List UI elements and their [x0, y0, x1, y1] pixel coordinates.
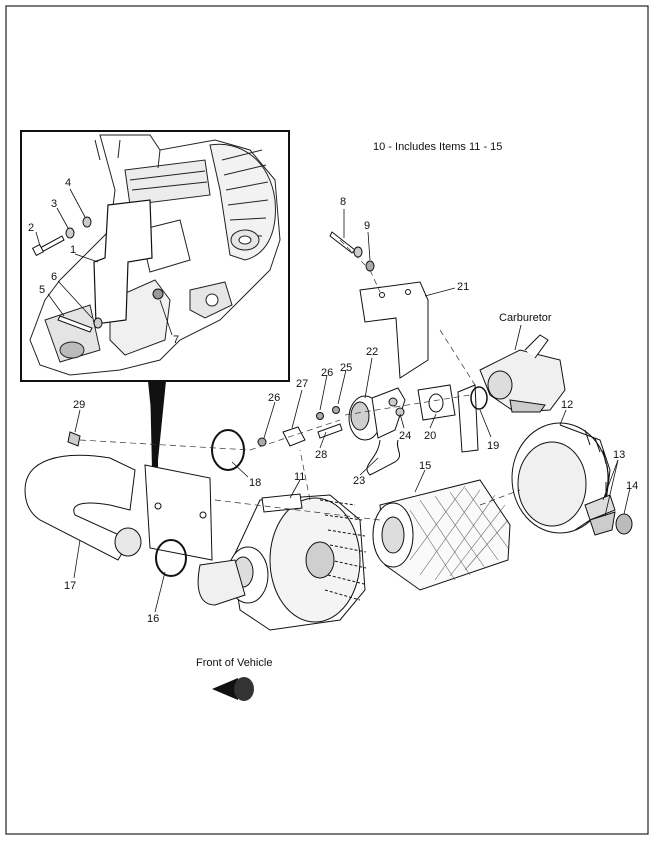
callout-6: 6	[51, 271, 57, 283]
callout-27: 27	[296, 378, 308, 390]
housing-tab	[261, 493, 303, 513]
washer-26	[316, 412, 324, 420]
fastener-29	[67, 431, 81, 447]
bolt-washer-set	[31, 216, 164, 333]
page-border	[5, 5, 649, 835]
callout-21: 21	[457, 281, 469, 293]
callout-29: 29	[73, 399, 85, 411]
callout-7: 7	[173, 334, 179, 346]
callout-28: 28	[315, 449, 327, 461]
alignment-lines	[79, 239, 521, 521]
callout-20: 20	[424, 430, 436, 442]
callout-18: 18	[249, 477, 261, 489]
inset-detail	[20, 130, 290, 382]
callout-25: 25	[340, 362, 352, 374]
callout-26b: 26	[268, 392, 280, 404]
carburetor-label: Carburetor	[499, 312, 552, 324]
callout-12: 12	[561, 399, 573, 411]
hose-end-17	[114, 527, 142, 557]
callout-24: 24	[399, 430, 411, 442]
elbow-outlet	[197, 559, 246, 606]
mount-bracket	[144, 464, 213, 561]
callout-26: 26	[321, 367, 333, 379]
callout-22: 22	[366, 346, 378, 358]
plate-27	[282, 426, 306, 447]
callout-4: 4	[65, 177, 71, 189]
callout-16: 16	[147, 613, 159, 625]
clamp-16	[155, 539, 187, 577]
callout-17: 17	[64, 580, 76, 592]
callout-5: 5	[39, 284, 45, 296]
intake-hose-17	[24, 454, 136, 561]
inset-pointer-wedge	[148, 381, 166, 470]
callout-1: 1	[70, 244, 76, 256]
callout-13: 13	[613, 449, 625, 461]
main-leader-lines	[73, 209, 631, 613]
callout-19: 19	[487, 440, 499, 452]
callout-2: 2	[28, 222, 34, 234]
hose-23	[366, 439, 401, 476]
callout-9: 9	[364, 220, 370, 232]
bracket-21	[359, 281, 429, 379]
washer-25	[332, 406, 340, 414]
front-of-vehicle-label: Front of Vehicle	[196, 657, 272, 669]
engine-block-drawing	[29, 134, 281, 376]
callout-11: 11	[294, 471, 305, 483]
callout-23: 23	[353, 475, 365, 487]
front-of-vehicle-arrow	[212, 677, 254, 701]
valve-13	[584, 494, 616, 521]
filter-mesh	[409, 485, 509, 581]
callout-14: 14	[626, 480, 638, 492]
bracket-item-1	[93, 199, 153, 325]
bracket-19	[457, 384, 479, 453]
main-assembly	[24, 231, 633, 631]
inset-leader-lines	[35, 188, 173, 336]
includes-note: 10 - Includes Items 11 - 15	[373, 141, 502, 153]
callout-3: 3	[51, 198, 57, 210]
nut-9	[365, 260, 375, 272]
plug-14	[615, 513, 633, 535]
clamp-18	[211, 429, 245, 471]
stud-28	[317, 423, 343, 439]
callout-8: 8	[340, 196, 346, 208]
callout-15: 15	[419, 460, 431, 472]
